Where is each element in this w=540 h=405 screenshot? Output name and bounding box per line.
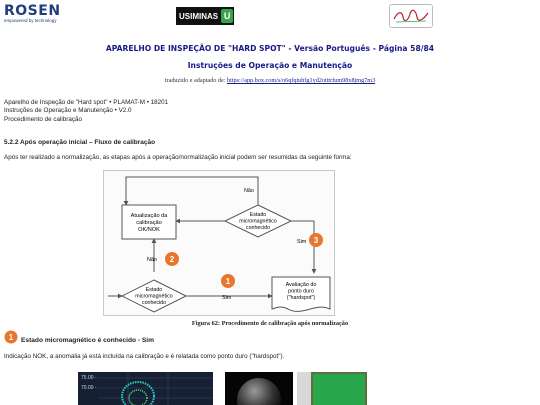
rosen-logo-name: ROSEN <box>4 3 61 19</box>
meta-line-3: Procedimento de calibração <box>4 115 83 123</box>
meta-line-2: Instruções de Operação e Manutenção • V2… <box>4 107 132 115</box>
rjc-signature-logo <box>389 4 433 28</box>
doc-line-3: ("hardspot") <box>287 295 316 301</box>
step-heading-text: Estado micromagnético é conhecido - Sim <box>21 337 155 344</box>
sphere-screenshot-svg <box>225 372 293 405</box>
badge-3-label: 3 <box>314 236 319 245</box>
status-panel-screenshot <box>297 372 367 405</box>
diamond-bottom-line-1: Estado <box>146 287 163 293</box>
badge-3 <box>309 233 323 247</box>
figure-caption: Figura 62: Procedimento de calibração ap… <box>191 320 349 327</box>
diamond-top-line-3: conhecido <box>246 225 270 231</box>
plot-screenshot-svg: 75.00 - 70.00 - <box>78 372 213 405</box>
arrow-top-loop <box>123 176 259 221</box>
badge-2 <box>165 252 179 266</box>
doc-line-1: Avaliação do <box>286 282 317 288</box>
usiminas-logo: USIMINAS U <box>176 7 234 25</box>
badge-2-label: 2 <box>170 255 175 264</box>
step-badge-label: 1 <box>9 333 14 342</box>
rosen-logo-tagline: empowered by technology <box>4 18 57 23</box>
diamond-bottom-line-3: conhecido <box>142 300 166 306</box>
status-panel-svg <box>297 372 367 405</box>
diamond-top-line-1: Estado <box>250 212 267 218</box>
calibration-flow-diagram: Atualização da calibração OK/NOK Estado … <box>103 170 335 316</box>
section-paragraph: Após ter realizado a normalização, as et… <box>4 154 352 161</box>
update-calibration-box <box>121 204 177 240</box>
doc-line-2: ponto duro <box>288 289 314 295</box>
usiminas-logo-name: USIMINAS <box>179 11 219 21</box>
signature-icon <box>393 9 429 23</box>
document-meta: Aparelho de Inspeção de "Hard spot" • PL… <box>4 99 168 124</box>
update-box-line-3: OK/NOK <box>138 227 160 233</box>
page-title: APARELHO DE INSPEÇÃO DE "HARD SPOT" - Ve… <box>105 44 435 53</box>
label-nao-left: Não <box>147 257 157 263</box>
diamond-top-line-2: micromagnético <box>239 219 276 225</box>
credit-link[interactable]: https://app.box.com/s/o6qfqtuhfg1yd2ottt… <box>227 77 376 84</box>
decision-diamond-top <box>223 204 293 238</box>
label-sim-bottom: Sim <box>222 295 232 301</box>
section-heading: 5.2.2 Após operação inicial – Fluxo de c… <box>4 139 156 146</box>
decision-diamond-bottom <box>120 279 188 313</box>
plot-tick-1: 75.00 - <box>81 375 97 381</box>
update-box-line-2: calibração <box>136 220 162 226</box>
update-box-line-1: Atualização da <box>131 213 169 219</box>
page-subtitle: Instruções de Operação e Manutenção <box>187 61 353 70</box>
step-heading: 1 Estado micromagnético é conhecido - Si… <box>4 329 154 344</box>
usiminas-logo-mark: U <box>221 9 234 23</box>
hardspot-evaluation-doc <box>271 276 331 312</box>
meta-line-1: Aparelho de Inspeção de "Hard spot" • PL… <box>4 99 169 106</box>
flow-diagram-svg: Atualização da calibração OK/NOK Estado … <box>108 176 331 313</box>
credit-prefix: traduzido e adaptado de: <box>164 77 226 84</box>
micromagnetic-plot-screenshot: 75.00 - 70.00 - <box>78 372 213 405</box>
label-sim-right: Sim <box>297 239 307 245</box>
translation-credit: traduzido e adaptado de: https://app.box… <box>0 77 540 84</box>
step-paragraph: Indicação NOK, a anomalia já está incluí… <box>4 353 285 360</box>
rosen-logo: ROSEN empowered by technology <box>4 3 61 23</box>
sphere-screenshot <box>225 372 293 405</box>
arrow-sim-to-doc <box>291 220 317 274</box>
plot-tick-2: 70.00 - <box>81 385 97 391</box>
step-badge-icon: 1 <box>4 330 18 343</box>
label-nao-top: Não <box>244 188 254 194</box>
badge-1 <box>221 274 235 288</box>
diamond-bottom-line-2: micromagnético <box>135 294 172 300</box>
badge-1-label: 1 <box>226 277 231 286</box>
